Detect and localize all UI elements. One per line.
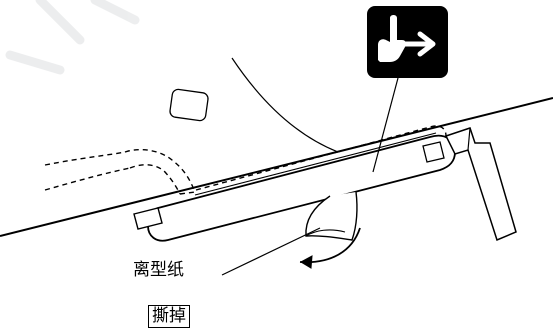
body-edge-line <box>0 97 553 237</box>
right-arm-seam <box>467 127 471 151</box>
dashed-outline <box>195 125 447 191</box>
watermark-mark <box>5 0 140 75</box>
leader-line-release <box>221 227 321 276</box>
right-clip <box>422 141 445 163</box>
release-paper-fold <box>305 229 346 237</box>
leader-line-icon <box>372 77 399 173</box>
right-arm <box>444 127 517 242</box>
dashed-hidden-part <box>44 148 196 195</box>
body-curve-line <box>231 57 339 153</box>
mount-inner-line <box>194 132 437 196</box>
hand-push-arrow-icon <box>367 6 448 78</box>
body-hole <box>169 88 209 122</box>
tear-off-label: 撕掉 <box>148 305 190 328</box>
peel-arrow-head <box>299 255 313 269</box>
left-clip <box>133 207 163 230</box>
release-paper-label: 离型纸 <box>133 260 184 280</box>
